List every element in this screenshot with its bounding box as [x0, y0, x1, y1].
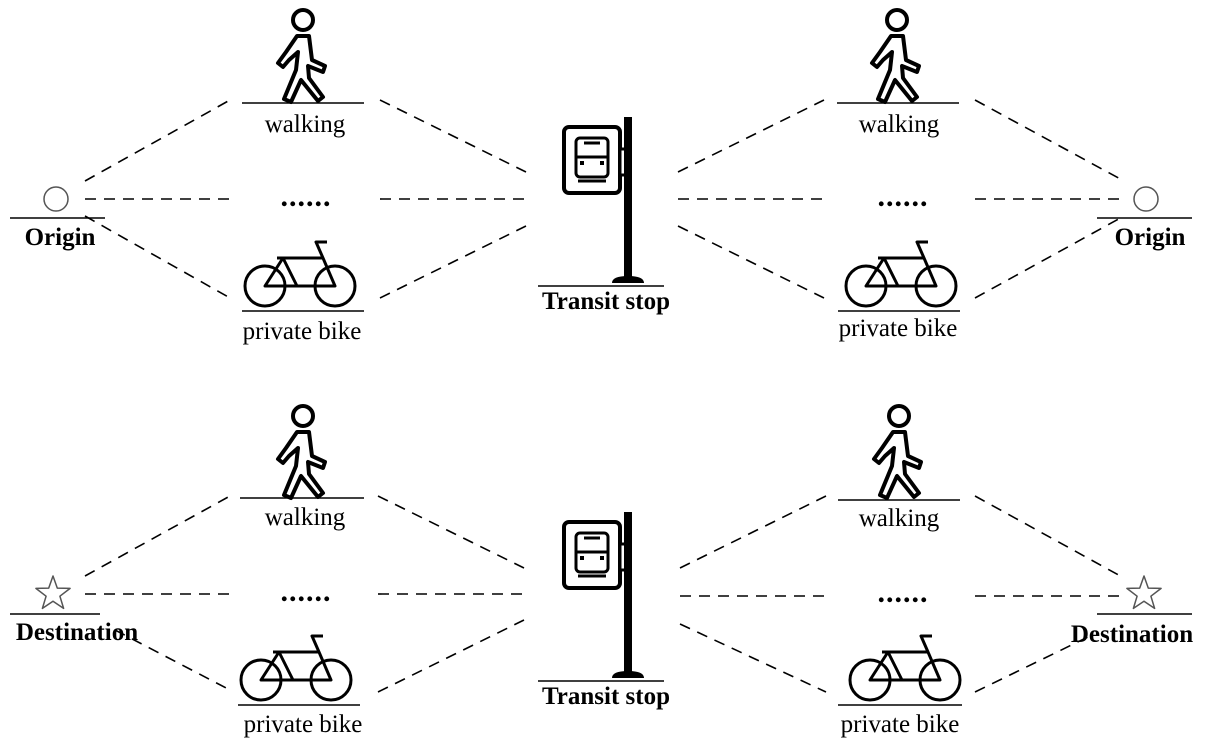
bicycle-icon — [243, 240, 357, 308]
destination-label: Destination — [1071, 621, 1193, 648]
transit-stop-label: Transit stop — [542, 288, 670, 315]
private-bike-label: private bike — [841, 711, 960, 738]
ellipsis-label: ...... — [281, 575, 332, 608]
walking-person-icon — [870, 8, 921, 104]
bottom-row: Destination walking ...... private bike … — [10, 404, 1193, 738]
bicycle-icon — [844, 240, 958, 308]
destination-label: Destination — [16, 619, 138, 646]
bicycle-icon — [239, 634, 353, 702]
walking-label: walking — [265, 504, 346, 531]
ellipsis-label: ...... — [281, 180, 332, 213]
private-bike-label: private bike — [839, 315, 958, 342]
bus-stop-sign-icon — [562, 115, 646, 285]
destination-star-icon — [35, 575, 71, 610]
destination-star-icon — [1126, 575, 1162, 610]
walking-label: walking — [859, 505, 940, 532]
bus-stop-sign-icon — [562, 510, 646, 680]
walking-label: walking — [859, 111, 940, 138]
transit-stop-label: Transit stop — [542, 683, 670, 710]
origin-label: Origin — [1115, 224, 1186, 251]
origin-label: Origin — [25, 224, 96, 251]
private-bike-label: private bike — [244, 711, 363, 738]
walking-person-icon — [872, 404, 923, 500]
origin-circle-icon — [1133, 186, 1159, 212]
bicycle-icon — [848, 634, 962, 702]
top-row: Origin walking ...... private bike Trans… — [10, 8, 1192, 345]
walking-person-icon — [276, 8, 327, 104]
walking-person-icon — [276, 404, 327, 500]
ellipsis-label: ...... — [878, 576, 929, 609]
private-bike-label: private bike — [243, 318, 362, 345]
ellipsis-label: ...... — [878, 180, 929, 213]
walking-label: walking — [265, 111, 346, 138]
origin-circle-icon — [43, 186, 69, 212]
